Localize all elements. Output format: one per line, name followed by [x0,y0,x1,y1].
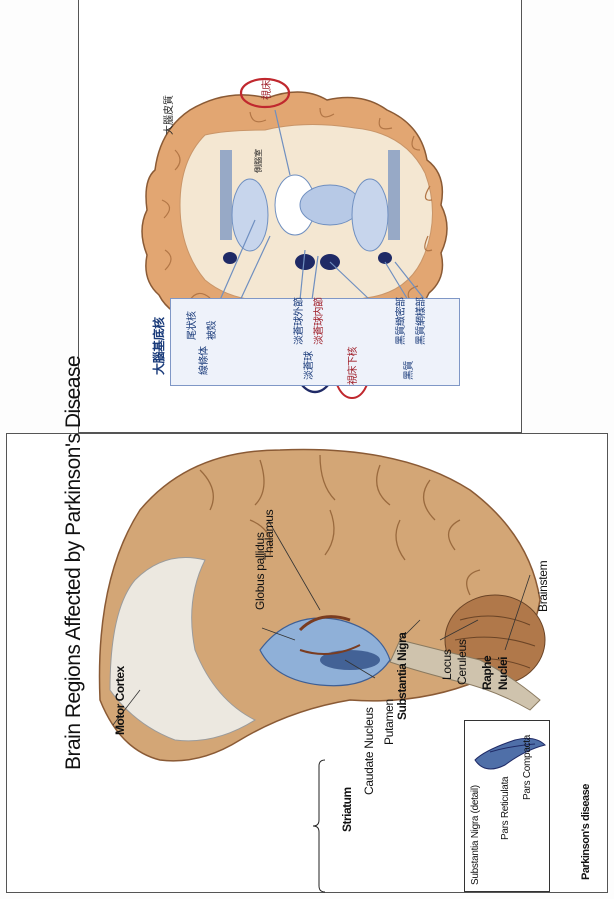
figure-caption: Parkinson's disease [580,784,592,880]
legend-heading: Substantia Nigra (detail) [470,785,481,885]
pars-reticulata-label: Pars Reticulata [500,777,511,840]
pars-compacta-label: Pars Compacta [522,735,533,800]
